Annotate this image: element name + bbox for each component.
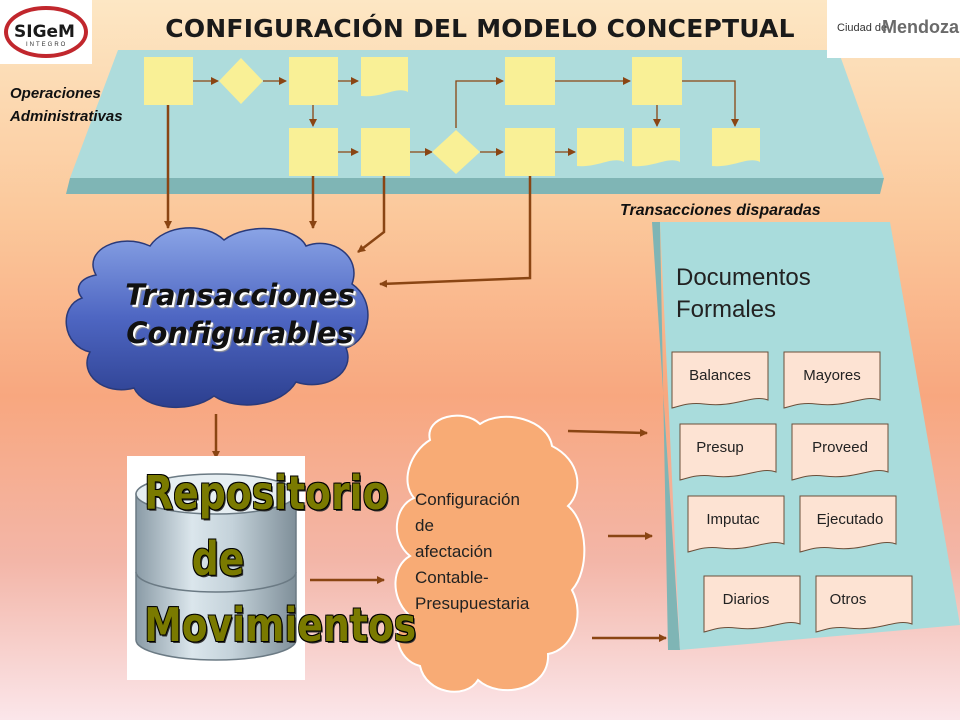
process-step — [505, 128, 555, 176]
movements-repository — [127, 456, 305, 680]
process-step — [361, 128, 410, 176]
configurable-label-line-1: Transacciones — [125, 278, 355, 312]
process-step — [144, 57, 193, 105]
document-label-ejecutado: Ejecutado — [816, 511, 884, 528]
configuration-cloud — [394, 414, 586, 693]
sigem-logo-text: SIGeM — [14, 22, 75, 42]
logo-prefix: Ciudad de — [837, 22, 888, 34]
operations-label-line-2: Administrativas — [10, 108, 123, 125]
document-label-imputac: Imputac — [706, 511, 760, 528]
process-shapes — [144, 57, 760, 176]
config-label-line-2: de — [415, 516, 434, 535]
document-ejecutado — [799, 495, 897, 553]
repository-label-line-1: Repositorio de — [144, 466, 389, 586]
documents-title-line-1: Documentos — [676, 264, 811, 291]
operations-label: Operaciones Administrativas — [10, 82, 123, 128]
process-document — [712, 128, 760, 167]
process-decision — [219, 58, 263, 104]
page-title: CONFIGURACIÓN DEL MODELO CONCEPTUAL — [165, 14, 795, 43]
process-step — [505, 57, 555, 105]
configurable-label-line-2: Configurables — [126, 316, 354, 350]
document-label-presup: Presup — [696, 439, 744, 456]
document-diarios — [703, 575, 801, 633]
config-label-line-3: afectación — [415, 542, 493, 561]
config-label-line-5: Presupuestaria — [415, 594, 530, 613]
document-proveed — [791, 423, 889, 481]
document-label-diarios: Diarios — [722, 591, 770, 608]
triggered-transactions-label: Transacciones disparadas — [620, 202, 821, 219]
document-label-balances: Balances — [689, 367, 751, 384]
configuration-cloud-label: Configuración de afectación Contable- Pr… — [415, 487, 529, 617]
document-label-otros: Otros — [829, 591, 867, 608]
configurable-transactions-cloud — [65, 227, 369, 409]
document-otros — [815, 575, 913, 633]
operations-label-line-1: Operaciones — [10, 85, 101, 102]
process-document — [632, 128, 680, 167]
ciudad-de-mendoza-logo: Ciudad de Mendoza — [827, 0, 960, 58]
documents-title: Documentos Formales — [676, 262, 811, 326]
config-label-line-1: Configuración — [415, 490, 520, 509]
formal-documents — [671, 351, 913, 633]
repository-label: Repositorio de Movimientos — [144, 460, 417, 658]
document-label-proveed: Proveed — [812, 439, 868, 456]
sigem-logo: SIGeM INTEGRO — [0, 0, 92, 64]
process-document — [361, 57, 408, 97]
process-decision — [432, 130, 480, 174]
document-balances — [671, 351, 769, 409]
document-mayores — [783, 351, 881, 409]
connector-arrows — [164, 105, 667, 642]
repository-label-line-2: Movimientos — [144, 598, 417, 652]
process-step — [632, 57, 682, 105]
config-label-line-4: Contable- — [415, 568, 489, 587]
sigem-logo-subtext: INTEGRO — [26, 42, 68, 48]
logo-name: Mendoza — [882, 17, 960, 37]
configurable-transactions-label: Transacciones Configurables — [100, 276, 380, 352]
document-presup — [679, 423, 777, 481]
process-flow-arrows — [193, 77, 739, 156]
process-document — [577, 128, 624, 167]
document-label-mayores: Mayores — [803, 367, 861, 384]
documents-title-line-2: Formales — [676, 296, 777, 323]
process-step — [289, 57, 338, 105]
document-imputac — [687, 495, 785, 553]
process-step — [289, 128, 338, 176]
sigem-logo-emblem — [0, 0, 92, 64]
